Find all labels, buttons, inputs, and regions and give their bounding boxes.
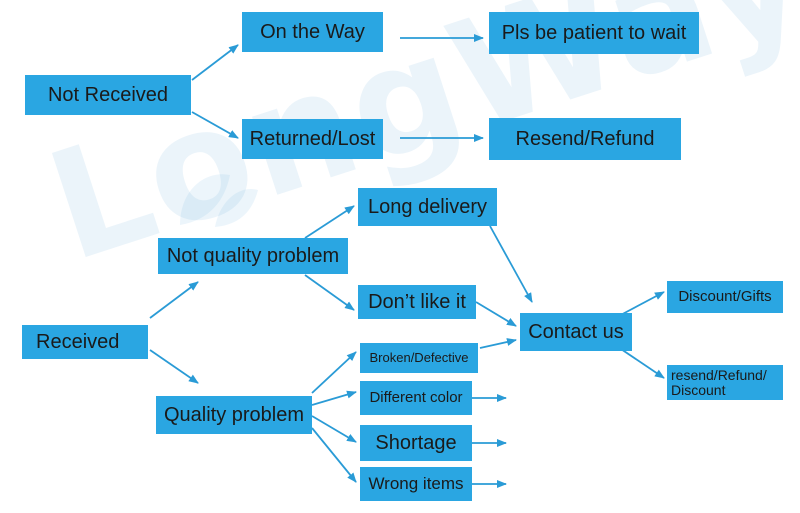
- node-be-patient: Pls be patient to wait: [489, 12, 699, 54]
- node-not-quality-problem: Not quality problem: [158, 238, 348, 274]
- node-dont-like-it: Don’t like it: [358, 285, 476, 319]
- node-contact-us: Contact us: [520, 313, 632, 351]
- node-label: Long delivery: [368, 195, 487, 218]
- arrow-quality-to-wrong-items: [311, 427, 357, 483]
- node-on-the-way: On the Way: [242, 12, 383, 52]
- node-broken-defective: Broken/Defective: [360, 343, 478, 373]
- arrow-quality-to-different-color: [311, 390, 357, 406]
- node-label: Received: [36, 330, 120, 353]
- node-discount-gifts: Discount/Gifts: [667, 281, 783, 313]
- node-received: Received: [22, 325, 148, 359]
- node-resend-refund: Resend/Refund: [489, 118, 681, 160]
- arrow-broken-to-contact: [479, 338, 517, 349]
- node-quality-problem: Quality problem: [156, 396, 312, 434]
- node-resend-refund-discount: resend/Refund/ Discount: [667, 365, 783, 400]
- node-label: Wrong items: [368, 474, 464, 494]
- node-label-line-2: Discount: [671, 381, 726, 398]
- arrow-not-quality-to-dont-like: [304, 274, 355, 311]
- node-label: On the Way: [260, 20, 365, 43]
- node-wrong-items: Wrong items: [360, 467, 472, 501]
- arrow-received-to-not-quality: [149, 281, 199, 319]
- node-label: Don’t like it: [368, 290, 466, 313]
- node-shortage: Shortage: [360, 425, 472, 461]
- node-not-received: Not Received: [25, 75, 191, 115]
- node-label: Not Received: [47, 83, 169, 106]
- node-label: Resend/Refund: [515, 127, 655, 150]
- node-label: Discount/Gifts: [678, 288, 772, 306]
- node-returned-lost: Returned/Lost: [242, 119, 383, 159]
- arrow-dont-like-to-contact: [475, 301, 517, 327]
- arrow-long-delivery-to-contact: [489, 225, 533, 303]
- arrow-quality-to-shortage: [311, 415, 357, 443]
- node-label: Quality problem: [163, 403, 305, 426]
- node-label: Returned/Lost: [249, 127, 376, 150]
- arrow-quality-to-broken: [311, 351, 357, 394]
- node-label-line-1: resend/Refund/: [671, 366, 767, 383]
- arrow-not-quality-to-long-delivery: [304, 205, 355, 239]
- arrow-not-received-to-returned-lost: [191, 111, 239, 139]
- node-label: Pls be patient to wait: [501, 21, 687, 44]
- node-label: Shortage: [375, 431, 457, 454]
- node-different-color: Different color: [360, 381, 472, 415]
- node-long-delivery: Long delivery: [358, 188, 497, 226]
- arrow-not-received-to-on-the-way: [191, 44, 239, 81]
- node-label: Broken/Defective: [369, 350, 469, 366]
- node-label: Contact us: [528, 320, 624, 343]
- node-label: Not quality problem: [166, 244, 340, 267]
- arrow-received-to-quality: [149, 349, 199, 384]
- node-label: Different color: [369, 389, 463, 407]
